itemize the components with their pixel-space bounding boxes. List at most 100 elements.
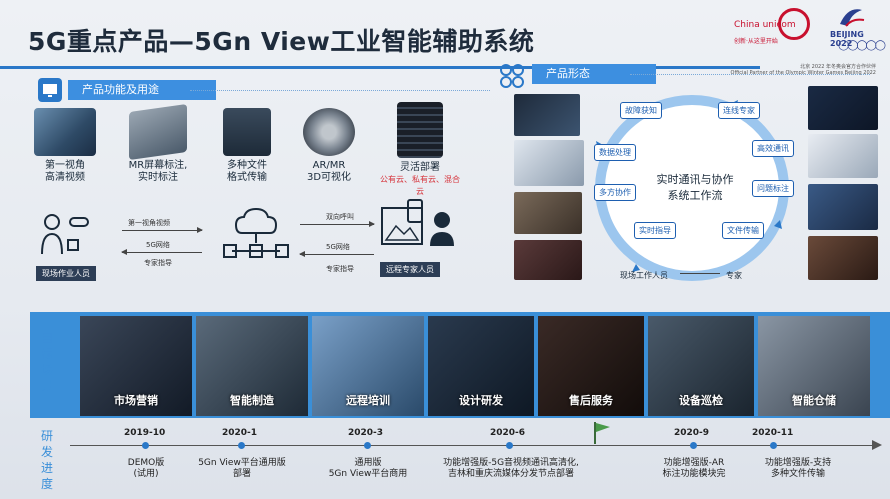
header-dotted-rule <box>630 74 870 75</box>
vr-headset-photo-icon <box>34 108 96 156</box>
milestone-desc-line: 功能增强版-AR <box>663 458 725 468</box>
screenshot-thumb <box>808 236 878 280</box>
milestone-desc: DEMO版 (试用) <box>106 458 186 480</box>
unicom-knot-icon <box>778 8 810 40</box>
scene-remote-training: 远程培训 <box>312 316 424 416</box>
scene-marketing: 市场营销 <box>80 316 192 416</box>
milestone-desc-line: 部署 <box>232 469 251 479</box>
slide-title: 5G重点产品—5Gn View工业智能辅助系统 <box>28 27 535 56</box>
china-unicom-logo: China unicom 创新·从这里开始 <box>734 6 824 46</box>
title-underline <box>0 66 760 69</box>
node-realtime-guide: 实时指导 <box>634 222 676 239</box>
screenshot-thumb <box>808 134 878 178</box>
role-remote-expert: 远程专家人员 <box>380 262 440 277</box>
beijing-text: BEIJING 2022 <box>830 30 864 48</box>
timeline-arrow-icon <box>872 440 882 450</box>
partner-cn: 北京 2022 年冬奥会官方合作伙伴 <box>800 64 876 70</box>
screenshot-thumb <box>514 240 582 280</box>
scene-caption: 智能仓储 <box>792 394 836 407</box>
functions-header: 产品功能及用途 <box>68 80 216 100</box>
feature-3d-visualization: AR/MR 3D可视化 <box>296 108 362 184</box>
beijing-emblem-icon <box>840 9 865 27</box>
scene-smart-warehouse: 智能仓储 <box>758 316 870 416</box>
scene-smart-manufacturing: 智能制造 <box>196 316 308 416</box>
scene-caption: 市场营销 <box>114 394 158 407</box>
partner-text: 北京 2022 年冬奥会官方合作伙伴 Official Partner of t… <box>726 64 876 76</box>
workflow-cycle: 故障获知 连线专家 高效通讯 问题标注 文件传输 实时指导 多方协作 数据处理 … <box>580 80 805 292</box>
screenshot-thumb <box>514 94 580 136</box>
feature-mr-annotation: MR屏幕标注, 实时标注 <box>118 103 198 184</box>
arrow-right <box>122 227 203 233</box>
arrow-left <box>299 251 374 257</box>
milestone-date: 2020-9 <box>674 428 710 438</box>
timeline-dot <box>238 442 245 449</box>
server-rack-photo-icon <box>397 102 443 158</box>
feature-label: 实时标注 <box>138 172 178 183</box>
scene-caption: 售后服务 <box>569 394 613 407</box>
link-label: 5G网络 <box>146 241 170 249</box>
feature-first-person-video: 第一视角 高清视频 <box>30 108 100 184</box>
milestone-desc-line: 功能增强版-支持 <box>764 458 832 468</box>
milestone-desc: 功能增强版-支持 多种文件传输 <box>752 458 844 480</box>
partner-en: Official Partner of the Olympic Winter G… <box>730 70 876 76</box>
link-label: 第一视角视频 <box>128 219 170 227</box>
milestone-desc: 功能增强版-AR 标注功能模块完 <box>648 458 740 480</box>
feature-flexible-deploy: 灵活部署 公有云、私有云、混合云 <box>378 102 462 198</box>
header-dotted-rule <box>190 90 490 91</box>
timeline-dot <box>690 442 697 449</box>
feature-label: 高清视频 <box>45 172 85 183</box>
cycle-title-line: 实时通讯与协作 <box>656 173 734 186</box>
scene-caption: 智能制造 <box>230 394 274 407</box>
node-data-process: 数据处理 <box>594 144 636 161</box>
link-label: 双向呼叫 <box>326 213 354 221</box>
node-multi-collab: 多方协作 <box>594 184 636 201</box>
feature-sublabel: 公有云、私有云、混合云 <box>380 175 460 196</box>
milestone-desc-line: 多种文件传输 <box>770 469 825 479</box>
feature-label: 第一视角 <box>45 160 85 171</box>
feature-label: 灵活部署 <box>400 162 440 173</box>
unicom-en-text: China unicom <box>734 20 796 30</box>
milestone-desc-line: 吉林和重庆流媒体分发节点部署 <box>447 469 574 479</box>
screenshot-thumb <box>808 184 878 230</box>
milestone-date: 2020-11 <box>752 428 794 438</box>
scene-caption: 设计研发 <box>459 394 503 407</box>
arrow-left <box>121 249 202 255</box>
milestone-desc-line: 通用版 <box>354 458 382 468</box>
scene-after-sales: 售后服务 <box>538 316 644 416</box>
screenshot-thumb <box>514 192 582 234</box>
node-connect-expert: 连线专家 <box>718 102 760 119</box>
feature-label: 格式传输 <box>227 172 267 183</box>
grid-apps-icon <box>498 62 524 88</box>
olympic-rings-icon: ◯◯◯◯◯ <box>838 40 886 51</box>
feature-label: AR/MR <box>312 160 346 171</box>
milestone-desc-line: (试用) <box>133 469 159 479</box>
node-fault: 故障获知 <box>620 102 662 119</box>
form-header: 产品形态 <box>532 64 656 84</box>
link-label: 专家指导 <box>144 259 172 267</box>
bottom-right-label: 专家 <box>726 271 742 280</box>
milestone-date: 2020-1 <box>222 428 258 438</box>
milestone-desc: 5Gn View平台通用版 部署 <box>194 458 290 480</box>
timeline-dot <box>364 442 371 449</box>
node-file-transfer: 文件传输 <box>722 222 764 239</box>
beijing-2022-logo: BEIJING 2022 ◯◯◯◯◯ <box>830 4 886 52</box>
screenshot-thumb <box>514 140 584 186</box>
screenshot-thumb <box>808 86 878 130</box>
milestone-desc: 功能增强版-5G音视频通讯高清化, 吉林和重庆流媒体分发节点部署 <box>436 458 586 480</box>
milestone-desc: 通用版 5Gn View平台商用 <box>318 458 418 480</box>
progress-label: 研发进度 <box>40 429 53 491</box>
feature-label: MR屏幕标注, <box>128 160 188 171</box>
file-transfer-photo-icon <box>223 108 271 156</box>
arrow-right <box>300 221 375 227</box>
role-field-worker: 现场作业人员 <box>36 266 96 281</box>
monitor-icon <box>38 78 62 102</box>
field-worker-icon <box>41 214 89 255</box>
milestone-flag-icon <box>594 422 610 444</box>
engine-3d-photo-icon <box>303 108 355 156</box>
cycle-title-line: 系统工作流 <box>667 189 723 202</box>
feature-file-transfer: 多种文件 格式传输 <box>214 108 280 184</box>
remote-expert-icon <box>381 199 454 246</box>
unicom-slogan: 创新·从这里开始 <box>734 38 778 45</box>
timeline-axis <box>70 445 880 446</box>
